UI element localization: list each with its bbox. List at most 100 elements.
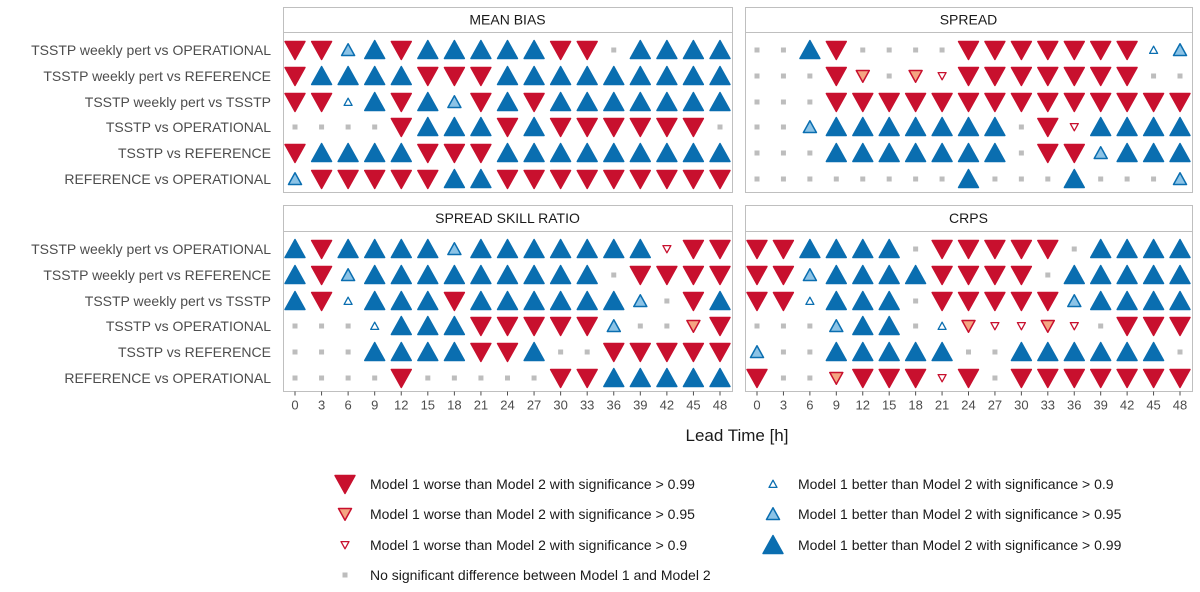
marker-b3 xyxy=(443,315,466,336)
marker-w3 xyxy=(443,66,466,87)
marker-w3 xyxy=(629,117,651,138)
marker-n xyxy=(754,47,760,53)
legend-item: Model 1 better than Model 2 with signifi… xyxy=(758,472,1114,496)
marker-b3 xyxy=(417,116,439,137)
marker-b3 xyxy=(364,264,386,285)
x-tick-label: 12 xyxy=(394,398,408,413)
y-tick-label: REFERENCE vs OPERATIONAL xyxy=(64,171,271,187)
marker-b3 xyxy=(629,65,651,86)
marker-w3 xyxy=(1169,92,1191,113)
marker-w3 xyxy=(364,169,386,190)
marker-b3 xyxy=(364,142,386,163)
marker-w3 xyxy=(417,66,439,87)
marker-b3 xyxy=(549,142,572,163)
y-tick-label: TSSTP vs OPERATIONAL xyxy=(106,318,271,334)
marker-w3 xyxy=(390,92,412,113)
marker-n xyxy=(292,323,298,329)
marker-b3 xyxy=(284,264,306,285)
marker-b1 xyxy=(343,97,353,107)
marker-w3 xyxy=(1142,368,1165,389)
marker-b3 xyxy=(799,238,821,259)
marker-n xyxy=(717,124,723,130)
marker-b3 xyxy=(799,39,821,60)
marker-w3 xyxy=(709,169,731,190)
marker-b3 xyxy=(682,65,705,86)
marker-b3 xyxy=(364,39,386,60)
x-tick-label: 45 xyxy=(686,398,700,413)
x-tick-label: 18 xyxy=(908,398,922,413)
marker-w3 xyxy=(1116,368,1138,389)
marker-b3 xyxy=(603,65,625,86)
marker-b3 xyxy=(443,264,466,285)
marker-n xyxy=(780,150,786,156)
marker-w1 xyxy=(1069,122,1079,132)
marker-w3 xyxy=(390,368,412,389)
marker-w3 xyxy=(576,368,598,389)
marker-b3 xyxy=(417,39,439,60)
marker-w3 xyxy=(1010,92,1033,113)
marker-b3 xyxy=(549,91,572,112)
marker-b3 xyxy=(984,142,1006,163)
marker-b2 xyxy=(802,120,818,134)
legend-marker-b1 xyxy=(768,479,778,489)
marker-n xyxy=(913,176,919,182)
y-tick-label: TSSTP weekly pert vs REFERENCE xyxy=(43,68,271,84)
marker-n xyxy=(1018,124,1024,130)
legend-label: Model 1 better than Model 2 with signifi… xyxy=(798,537,1122,553)
marker-b3 xyxy=(576,238,598,259)
marker-b2 xyxy=(447,95,462,109)
legend-marker-b2 xyxy=(765,507,781,521)
marker-b3 xyxy=(470,290,492,311)
marker-b3 xyxy=(629,91,651,112)
marker-b3 xyxy=(417,290,439,311)
x-tick-label: 42 xyxy=(1120,398,1134,413)
marker-w3 xyxy=(1010,265,1033,286)
marker-b1 xyxy=(805,296,815,306)
marker-b1 xyxy=(1148,45,1159,55)
marker-w3 xyxy=(1142,92,1165,113)
x-tick-label: 21 xyxy=(935,398,949,413)
legend-item: No significant difference between Model … xyxy=(330,563,711,587)
marker-w3 xyxy=(470,342,492,363)
marker-w3 xyxy=(603,169,625,190)
legend-label: Model 1 better than Model 2 with signifi… xyxy=(798,476,1114,492)
marker-n xyxy=(451,375,457,381)
marker-w3 xyxy=(1037,66,1059,87)
x-tick-label: 12 xyxy=(856,398,870,413)
marker-w3 xyxy=(337,169,359,190)
legend-item: Model 1 better than Model 2 with signifi… xyxy=(758,502,1121,526)
marker-w3 xyxy=(1037,40,1059,61)
marker-w3 xyxy=(549,316,572,337)
marker-w3 xyxy=(957,265,980,286)
marker-b3 xyxy=(364,341,386,362)
marker-w3 xyxy=(1010,239,1033,260)
marker-b3 xyxy=(496,91,519,112)
y-tick-label: TSSTP weekly pert vs TSSTP xyxy=(85,293,271,309)
marker-b3 xyxy=(1142,142,1165,163)
marker-b3 xyxy=(1063,168,1086,189)
marker-w3 xyxy=(957,40,980,61)
marker-w3 xyxy=(904,92,927,113)
marker-b2 xyxy=(606,319,622,333)
marker-b3 xyxy=(825,116,847,137)
marker-b3 xyxy=(390,264,412,285)
marker-b3 xyxy=(417,91,439,112)
marker-b3 xyxy=(390,65,412,86)
marker-w3 xyxy=(772,291,795,312)
marker-w3 xyxy=(1169,368,1191,389)
y-tick-label: TSSTP vs REFERENCE xyxy=(118,145,271,161)
marker-n xyxy=(1018,150,1024,156)
marker-n xyxy=(345,349,351,355)
marker-b3 xyxy=(1142,264,1165,285)
x-tick-label: 33 xyxy=(1041,398,1055,413)
marker-b3 xyxy=(364,290,386,311)
marker-w3 xyxy=(470,92,492,113)
marker-w3 xyxy=(310,40,333,61)
y-tick-label: TSSTP weekly pert vs OPERATIONAL xyxy=(31,42,271,58)
marker-b3 xyxy=(904,341,927,362)
marker-n xyxy=(754,150,760,156)
marker-b3 xyxy=(629,39,651,60)
marker-b3 xyxy=(603,367,625,388)
marker-w3 xyxy=(576,117,598,138)
marker-w3 xyxy=(1010,66,1033,87)
